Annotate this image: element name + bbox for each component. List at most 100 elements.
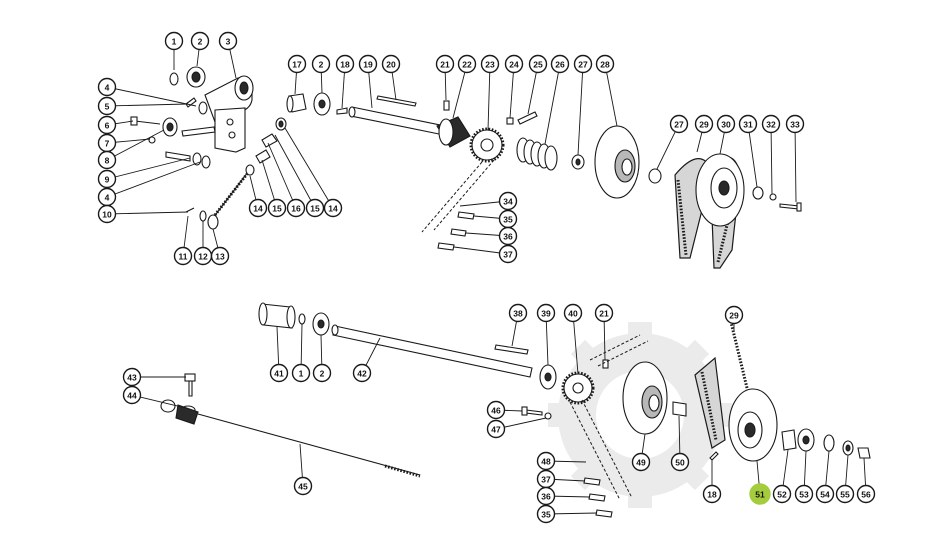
leader-line-4 bbox=[106, 86, 197, 107]
callout-55: 55 bbox=[835, 484, 855, 504]
callout-number: 14 bbox=[328, 204, 338, 214]
callout-circle bbox=[738, 114, 758, 134]
callout-50: 50 bbox=[670, 452, 690, 472]
callout-21: 21 bbox=[435, 54, 455, 74]
callout-24: 24 bbox=[504, 54, 524, 74]
callout-circle bbox=[595, 54, 615, 74]
callout-37: 37 bbox=[498, 244, 518, 264]
callout-circle bbox=[563, 303, 583, 323]
callout-number: 39 bbox=[541, 309, 551, 319]
callout-number: 47 bbox=[491, 425, 501, 435]
callout-circle bbox=[122, 367, 142, 387]
callout-19: 19 bbox=[358, 54, 378, 74]
callout-circle bbox=[694, 114, 714, 134]
callout-32: 32 bbox=[761, 114, 781, 134]
callout-circle bbox=[287, 54, 307, 74]
callout-14: 14 bbox=[248, 198, 268, 218]
leader-line-44 bbox=[131, 394, 187, 409]
callout-circle bbox=[631, 452, 651, 472]
callout-circle bbox=[716, 114, 736, 134]
callout-circle bbox=[381, 54, 401, 74]
callout-circle bbox=[486, 419, 506, 439]
callout-3: 3 bbox=[218, 31, 238, 51]
callout-circle bbox=[486, 400, 506, 420]
callout-14: 14 bbox=[323, 198, 343, 218]
callout-circle bbox=[785, 114, 805, 134]
callout-4: 4 bbox=[97, 187, 117, 207]
callout-number: 43 bbox=[127, 373, 137, 383]
callout-11: 11 bbox=[173, 246, 193, 266]
callout-number: 11 bbox=[179, 252, 188, 262]
callout-number: 2 bbox=[198, 37, 203, 47]
callout-number: 19 bbox=[363, 60, 373, 70]
callout-number: 27 bbox=[578, 60, 588, 70]
callout-number: 34 bbox=[503, 197, 513, 207]
callout-44: 44 bbox=[122, 385, 142, 405]
callout-number: 4 bbox=[105, 193, 110, 203]
callout-34: 34 bbox=[498, 191, 518, 211]
callout-35: 35 bbox=[536, 504, 556, 524]
callout-number: 37 bbox=[541, 475, 551, 485]
callout-number: 36 bbox=[503, 232, 513, 242]
callout-circle bbox=[173, 246, 193, 266]
leader-line-22 bbox=[452, 63, 468, 119]
callout-circle bbox=[749, 483, 771, 505]
callout-number: 13 bbox=[215, 252, 225, 262]
callout-circle bbox=[508, 303, 528, 323]
callout-33: 33 bbox=[785, 114, 805, 134]
callout-number: 20 bbox=[386, 60, 396, 70]
callout-circle bbox=[323, 198, 343, 218]
callout-number: 21 bbox=[440, 60, 450, 70]
callout-number: 18 bbox=[707, 490, 717, 500]
callout-2: 2 bbox=[190, 31, 210, 51]
callout-number: 31 bbox=[743, 120, 753, 130]
callout-circle bbox=[293, 476, 313, 496]
callout-number: 36 bbox=[541, 492, 551, 502]
callout-number: 24 bbox=[509, 60, 519, 70]
callout-number: 21 bbox=[599, 309, 609, 319]
callout-39: 39 bbox=[536, 303, 556, 323]
callout-53: 53 bbox=[794, 484, 814, 504]
callout-circle bbox=[835, 484, 855, 504]
callout-circle bbox=[122, 385, 142, 405]
callout-number: 53 bbox=[799, 490, 809, 500]
callout-47: 47 bbox=[486, 419, 506, 439]
callout-number: 51 bbox=[755, 490, 765, 500]
callout-number: 7 bbox=[105, 139, 110, 149]
callout-29: 29 bbox=[694, 114, 714, 134]
callout-circle bbox=[335, 54, 355, 74]
callout-number: 6 bbox=[105, 121, 110, 131]
lower-chain-links bbox=[569, 334, 649, 518]
callout-circle bbox=[164, 31, 184, 51]
callout-number: 4 bbox=[105, 83, 110, 93]
callout-5: 5 bbox=[97, 96, 117, 116]
callout-circle bbox=[573, 54, 593, 74]
leader-line-14 bbox=[284, 127, 334, 209]
callout-number: 35 bbox=[541, 510, 551, 520]
callout-number: 52 bbox=[777, 490, 787, 500]
callout-circle bbox=[248, 198, 268, 218]
callout-number: 46 bbox=[491, 406, 501, 416]
upper-chain-links bbox=[421, 159, 495, 251]
callout-56: 56 bbox=[856, 484, 876, 504]
callout-number: 30 bbox=[721, 120, 731, 130]
callout-circle bbox=[97, 115, 117, 135]
callout-6: 6 bbox=[97, 115, 117, 135]
callout-7: 7 bbox=[97, 133, 117, 153]
leader-line-33 bbox=[794, 123, 797, 203]
callout-52: 52 bbox=[772, 484, 792, 504]
callout-9: 9 bbox=[97, 169, 117, 189]
callout-42: 42 bbox=[352, 363, 372, 383]
callout-circle bbox=[669, 114, 689, 134]
callout-36: 36 bbox=[536, 486, 556, 506]
compression-spring bbox=[516, 137, 558, 171]
leader-line-40 bbox=[572, 312, 579, 375]
callout-43: 43 bbox=[122, 367, 142, 387]
leader-line-4 bbox=[106, 161, 201, 198]
leader-line-26 bbox=[544, 63, 561, 145]
lower-right-pulley-assembly bbox=[694, 317, 871, 462]
callout-49: 49 bbox=[631, 452, 651, 472]
callout-circle bbox=[305, 198, 325, 218]
callout-number: 44 bbox=[127, 391, 137, 401]
